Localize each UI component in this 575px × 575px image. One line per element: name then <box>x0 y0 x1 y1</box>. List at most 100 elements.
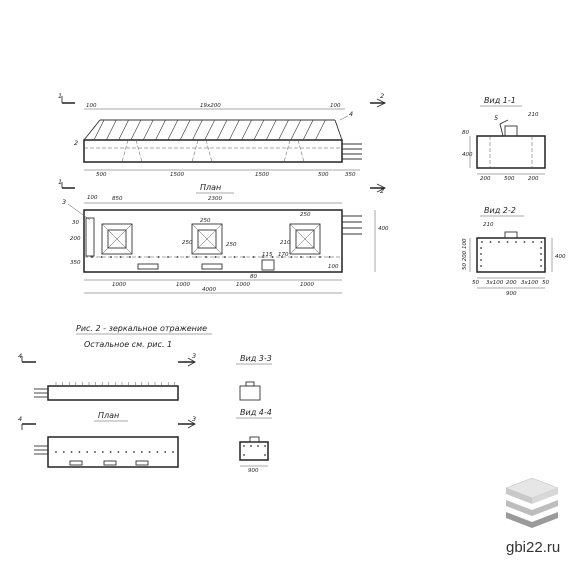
plan-dim-right: 400 <box>378 226 389 232</box>
rebar-dot <box>523 241 526 243</box>
drawing-stroke <box>179 119 191 141</box>
rebar-dot <box>148 256 150 258</box>
drawing-stroke <box>118 119 129 141</box>
rebar-dot <box>250 445 252 447</box>
rebar-dot <box>133 451 135 453</box>
stacked-slabs-icon <box>505 477 559 528</box>
view22-dim-right: 400 <box>555 254 566 260</box>
plan-dim-bottom-d: 1000 <box>300 282 314 288</box>
rebar-dot <box>515 241 517 243</box>
rebar-dot <box>540 247 542 249</box>
dim-top-left: 100 <box>86 103 97 109</box>
rebar-dot <box>319 256 321 258</box>
view44-title: Вид 4-4 <box>240 408 272 417</box>
rebar-dot <box>540 241 543 243</box>
drawing-stroke <box>130 119 142 141</box>
drawing-stroke <box>265 119 277 141</box>
brand-text: gbi22.ru <box>506 539 560 556</box>
view22-dims-left: 50 200 100 <box>462 238 468 270</box>
plan-inner-e: 115 <box>262 252 273 258</box>
view11-dim-left-b: 400 <box>462 152 473 158</box>
fig1-elevation: 1 2 100 19x200 100 4 2 500 1500 1500 500 <box>58 92 387 195</box>
drawing-stroke <box>278 119 289 141</box>
rebar-dot <box>138 256 141 258</box>
rebar-dot <box>480 253 482 255</box>
dim-elev-b: 1500 <box>170 172 184 178</box>
rebar-dot <box>119 256 122 258</box>
view11-dim-bottom-c: 200 <box>528 176 539 182</box>
drawing-stroke <box>302 119 314 141</box>
rebar-dot <box>257 445 259 447</box>
view44-dim: 900 <box>248 468 259 474</box>
plan-inner-h: 100 <box>328 264 339 270</box>
plan-inner-f: 170 <box>278 252 289 258</box>
plan-total: 4000 <box>202 287 216 293</box>
rebar-dot <box>506 241 509 243</box>
rebar-dot <box>540 265 542 267</box>
rebar-dot <box>281 256 283 258</box>
rebar-dot <box>264 454 266 456</box>
rebar-dot <box>101 451 104 453</box>
plan-dim-bottom-c: 1000 <box>236 282 250 288</box>
view11-dim-bottom-a: 200 <box>480 176 491 182</box>
callout-4: 4 <box>349 110 353 118</box>
rebar-dot <box>271 256 274 258</box>
rebar-dot <box>110 256 112 258</box>
rebar-dot <box>78 451 81 453</box>
view22-dim-bottom-d: 3x100 <box>521 280 539 286</box>
rebar-dot <box>55 451 57 453</box>
rebar-dot <box>186 256 188 258</box>
rebar-dot <box>480 247 482 249</box>
rebar-dot <box>62 451 65 453</box>
section-mark-1-top: 1 <box>58 92 62 100</box>
drawing-stroke <box>204 119 215 141</box>
view-3-3: Вид 3-3 <box>236 354 272 401</box>
rebar-dot <box>252 256 255 258</box>
rebar-dot <box>140 451 143 453</box>
drawing-stroke <box>142 119 154 141</box>
rebar-dot <box>481 241 483 243</box>
plan-inner-g: 80 <box>250 274 257 280</box>
fig2-section-4-bottom: 4 <box>18 415 22 423</box>
rebar-dot <box>233 256 236 258</box>
dim-top-right: 100 <box>330 103 341 109</box>
fig2-section-3-top: 3 <box>192 352 196 360</box>
drawing-stroke <box>93 119 105 141</box>
section-mark-1-bottom: 1 <box>58 178 62 186</box>
fig2: Рис. 2 - зеркальное отражение Остальное … <box>18 324 212 468</box>
view22-total: 900 <box>506 291 517 297</box>
callout-3: 3 <box>62 198 66 206</box>
rebar-dot <box>540 253 542 255</box>
rebar-dot <box>214 256 217 258</box>
drawing-stroke <box>192 119 203 141</box>
plan-inner-c: 250 <box>226 242 237 248</box>
rebar-dot <box>264 445 266 447</box>
rebar-dot <box>489 241 492 243</box>
plan-inner-b: 250 <box>200 218 211 224</box>
drawing-stroke <box>241 119 252 141</box>
fig2-caption: Рис. 2 - зеркальное отражение <box>76 324 207 333</box>
rebar-dot <box>300 256 302 258</box>
view22-dim-bottom-e: 50 <box>542 280 549 286</box>
view-1-1: Вид 1-1 5 210 80 400 200 500 200 <box>462 96 546 182</box>
fig2-plan-title: План <box>98 411 119 420</box>
plan-inner-a: 250 <box>182 240 193 246</box>
drawing-stroke <box>106 119 117 141</box>
rebar-dot <box>125 451 128 453</box>
view-4-4: Вид 4-4 900 <box>236 408 272 474</box>
brand-logo: gbi22.ru <box>505 477 560 556</box>
section-mark-2-top: 2 <box>380 92 384 100</box>
rebar-dot <box>157 256 160 258</box>
fig1-plan: 100 850 2300 250 400 3 30 200 350 <box>62 195 389 294</box>
plan-dim-top-c: 2300 <box>208 196 222 202</box>
rebar-dot <box>262 256 264 258</box>
callout-2: 2 <box>74 139 78 147</box>
rebar-dot <box>148 451 151 453</box>
view11-dim-left-a: 80 <box>462 130 469 136</box>
drawing-stroke <box>155 119 166 141</box>
fig2-note: Остальное см. рис. 1 <box>84 340 172 349</box>
view11-dim-top: 210 <box>528 112 539 118</box>
dim-elev-c: 1500 <box>255 172 269 178</box>
rebar-dot <box>109 451 112 453</box>
